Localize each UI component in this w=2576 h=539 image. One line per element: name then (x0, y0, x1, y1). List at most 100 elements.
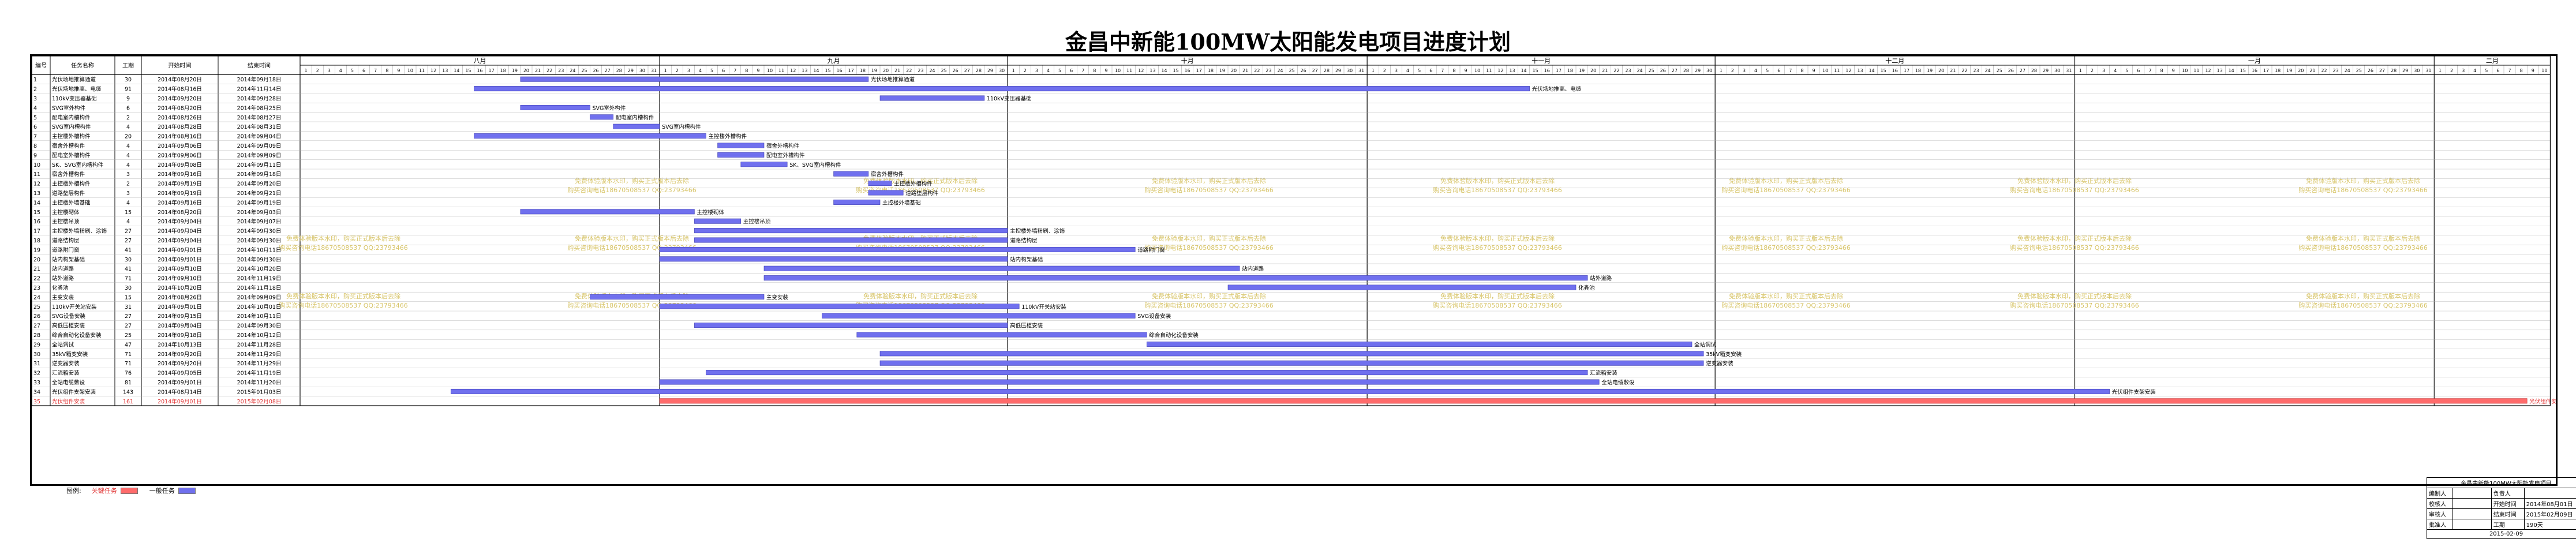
task-cell-end: 2014年09月21日 (237, 190, 282, 197)
day-label: 10 (1115, 68, 1121, 73)
day-label: 12 (1845, 68, 1851, 73)
task-cell-dur: 2 (126, 181, 130, 188)
day-label: 17 (1556, 68, 1562, 73)
task-cell-start: 2014年09月01日 (158, 379, 202, 386)
task-bar (706, 370, 1588, 375)
task-bar-label: 站内道路 (1242, 265, 1264, 272)
day-label: 3 (328, 68, 331, 73)
task-cell-no: 33 (33, 380, 40, 386)
month-label: 九月 (828, 57, 840, 65)
task-cell-name: 110kV变压器基础 (52, 95, 97, 102)
day-label: 14 (2229, 68, 2234, 73)
task-cell-dur: 25 (125, 332, 132, 339)
task-bar (694, 238, 1008, 242)
day-label: 30 (2414, 68, 2420, 73)
task-cell-end: 2014年11月29日 (237, 360, 282, 367)
day-label: 7 (733, 68, 736, 73)
day-label: 23 (1265, 68, 1271, 73)
task-bar (660, 257, 1008, 261)
day-label: 14 (813, 68, 819, 73)
day-label: 26 (1660, 68, 1666, 73)
day-label: 5 (2485, 68, 2488, 73)
day-label: 23 (1625, 68, 1631, 73)
watermark-text: 购买咨询电话18670508537 QQ:23793466 (1721, 186, 1851, 194)
day-label: 6 (1429, 68, 1432, 73)
task-cell-dur: 41 (125, 266, 132, 272)
task-cell-end: 2014年11月20日 (237, 379, 282, 386)
page-title: 金昌中新能100MW太阳能发电项目进度计划 (0, 24, 2576, 56)
day-label: 5 (710, 68, 713, 73)
day-label: 8 (385, 68, 388, 73)
day-label: 12 (1497, 68, 1503, 73)
task-cell-start: 2014年10月13日 (158, 341, 202, 348)
day-label: 13 (1509, 68, 1515, 73)
month-label: 十一月 (1532, 57, 1551, 65)
task-cell-start: 2014年09月04日 (158, 323, 202, 330)
task-cell-no: 19 (33, 247, 40, 253)
day-label: 26 (953, 68, 958, 73)
watermark-text: 免费体验版本水印，购买正式版本后去除 (1729, 177, 1843, 185)
task-bar-label: 配电室内槽构件 (616, 114, 654, 121)
task-bar-label: SVG室外构件 (593, 104, 626, 111)
task-bar-label: 全站电缆敷设 (1601, 379, 1635, 386)
task-bar (590, 294, 765, 299)
task-cell-start: 2014年08月26日 (158, 294, 202, 301)
day-label: 12 (2205, 68, 2211, 73)
month-label: 八月 (474, 57, 486, 65)
day-label: 27 (1312, 68, 1318, 73)
day-label: 2 (1731, 68, 1734, 73)
task-cell-no: 5 (33, 115, 37, 121)
task-cell-end: 2014年11月29日 (237, 351, 282, 358)
task-cell-start: 2014年08月20日 (158, 209, 202, 216)
task-cell-start: 2014年09月04日 (158, 228, 202, 235)
day-label: 29 (987, 68, 993, 73)
task-bar-label: 主控楼砌体 (697, 209, 724, 216)
task-bar (834, 200, 880, 204)
month-label: 十月 (1181, 57, 1194, 65)
task-cell-end: 2014年11月19日 (237, 370, 282, 377)
task-cell-name: 汇流箱安装 (52, 370, 80, 377)
task-cell-dur: 15 (125, 209, 132, 216)
task-cell-end: 2014年09月19日 (237, 199, 282, 206)
task-bar (880, 96, 984, 100)
watermark-text: 购买咨询电话18670508537 QQ:23793466 (2298, 186, 2428, 194)
day-label: 11 (419, 68, 425, 73)
task-cell-no: 2 (33, 87, 37, 93)
day-label: 16 (2252, 68, 2257, 73)
day-label: 27 (964, 68, 970, 73)
day-label: 21 (2309, 68, 2315, 73)
day-label: 17 (1196, 68, 1202, 73)
task-cell-dur: 47 (125, 342, 132, 348)
watermark-text: 购买咨询电话18670508537 QQ:23793466 (2010, 301, 2139, 309)
day-label: 19 (1579, 68, 1585, 73)
month-label: 十二月 (1885, 57, 1904, 65)
task-cell-end: 2014年11月18日 (237, 285, 282, 291)
day-label: 11 (778, 68, 784, 73)
day-label: 5 (2125, 68, 2128, 73)
task-cell-no: 23 (33, 285, 40, 291)
task-cell-end: 2014年09月03日 (237, 209, 282, 216)
task-bar (474, 86, 1530, 91)
day-label: 28 (616, 68, 622, 73)
day-label: 9 (757, 68, 759, 73)
task-bar-label: 道路附门窗 (1137, 246, 1165, 253)
task-bar-label: 主控楼外墙粉刷、涂饰 (1010, 228, 1065, 235)
day-label: 3 (1035, 68, 1038, 73)
task-bar-label: SVG室内槽构件 (662, 123, 701, 130)
task-bar-label: 光伏场地推高、电缆 (1532, 86, 1582, 93)
task-bar (451, 389, 2109, 394)
task-cell-name: 宿舍外槽构件 (52, 171, 85, 178)
task-bar (613, 124, 660, 129)
task-cell-dur: 71 (125, 276, 132, 282)
month-label: 二月 (2486, 57, 2499, 65)
day-label: 20 (523, 68, 529, 73)
day-label: 22 (2321, 68, 2327, 73)
task-cell-dur: 91 (125, 87, 132, 93)
day-label: 18 (1208, 68, 1214, 73)
tb-cell (2453, 519, 2491, 530)
day-label: 9 (1813, 68, 1815, 73)
legend-normal-label: 一般任务 (149, 486, 175, 495)
day-label: 5 (1058, 68, 1061, 73)
day-label: 19 (1927, 68, 1933, 73)
title-block-date: 2015-02-09 (2427, 530, 2576, 539)
